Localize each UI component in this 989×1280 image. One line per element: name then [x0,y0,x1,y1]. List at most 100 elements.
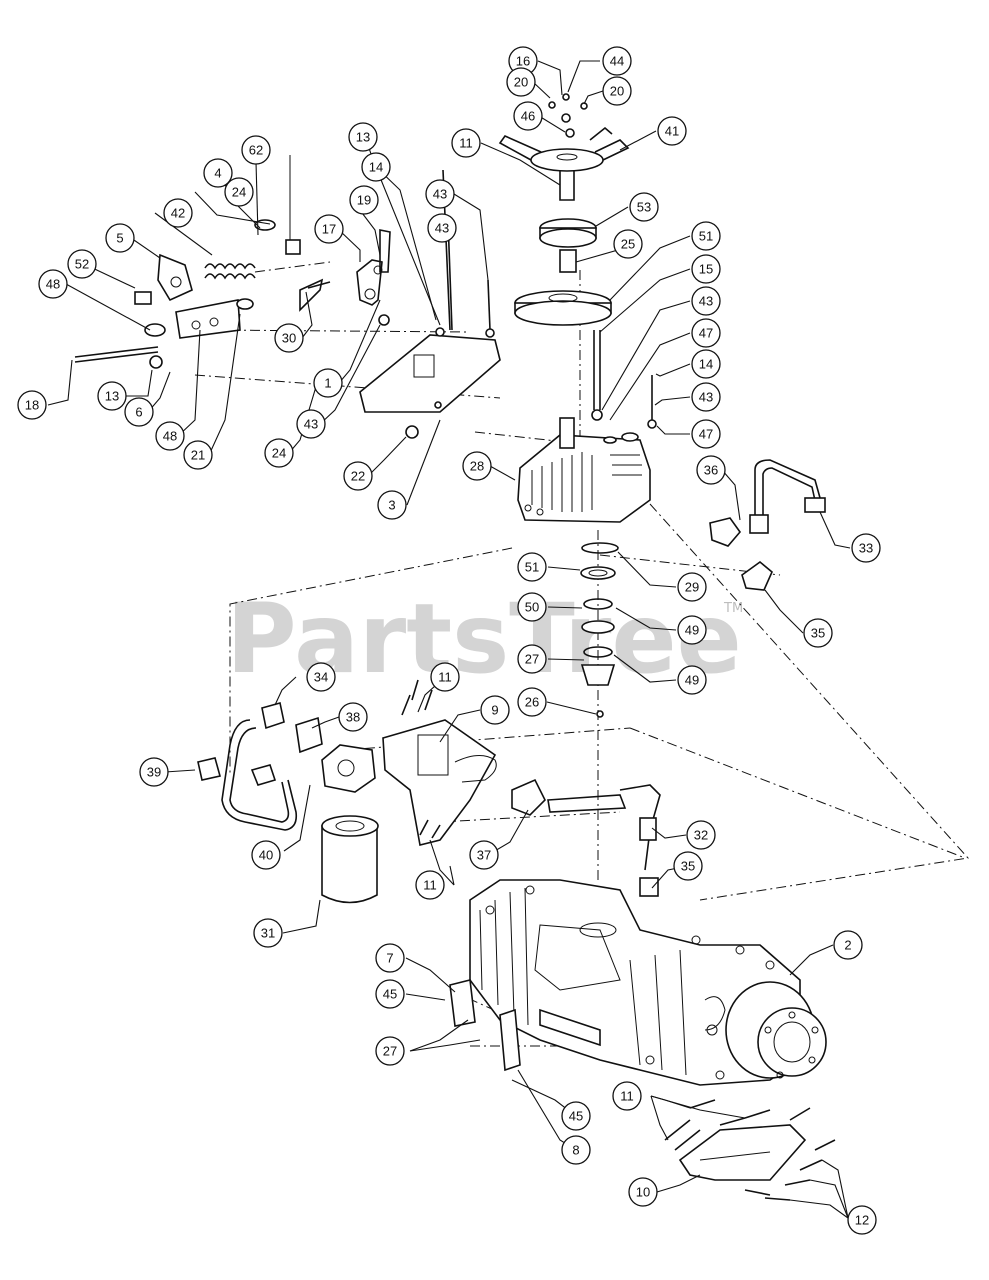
seal-stack [580,542,619,718]
callout-label: 13 [105,389,119,404]
callout-label: 51 [699,229,713,244]
callout-circle [803,618,833,648]
callout-circle [338,702,368,732]
watermark-tm: TM [723,601,743,616]
callout-circle [427,213,457,243]
watermark-text: PartsTree [226,583,741,695]
callout-label: 29 [685,580,699,595]
callout-circle [375,943,405,973]
callout-circle [513,101,543,131]
callout-label: 43 [433,187,447,202]
callout-circle [517,687,547,717]
callout-circle [851,533,881,563]
callout-circle [224,177,254,207]
callout-label: 7 [386,951,393,966]
callout-label: 36 [704,463,718,478]
callout-circle [306,662,336,692]
callout-label: 34 [314,670,328,685]
callout-label: 1 [324,376,331,391]
callout-circle [657,116,687,146]
callout-label: 43 [304,417,318,432]
callout-label: 47 [699,326,713,341]
callout-label: 40 [259,848,273,863]
callout-circle [629,192,659,222]
callout-circle [602,76,632,106]
callout-circle [691,221,721,251]
callout-label: 44 [610,54,624,69]
control-linkage-assembly [74,155,501,439]
callout-circle [241,135,271,165]
callout-circle [833,930,863,960]
callout-circle [425,179,455,209]
callout-label: 17 [322,222,336,237]
callout-label: 26 [525,695,539,710]
callout-circle [451,128,481,158]
callout-circle [517,552,547,582]
callout-label: 20 [514,75,528,90]
callout-label: 49 [685,623,699,638]
callout-label: 12 [855,1213,869,1228]
callout-label: 16 [516,54,530,69]
callout-circle [561,1135,591,1165]
callout-circle [183,440,213,470]
callout-circle [97,381,127,411]
pump-body [517,417,651,523]
callout-circle [691,286,721,316]
callout-label: 45 [383,987,397,1002]
callout-label: 8 [572,1143,579,1158]
filter-assembly [197,679,661,904]
callout-circle [313,368,343,398]
callout-label: 37 [477,848,491,863]
callout-circle [105,223,135,253]
callout-label: 14 [699,357,713,372]
callout-circle [506,67,536,97]
pulley-fan-assembly [498,93,657,429]
callout-circle [561,1101,591,1131]
callout-circle [691,254,721,284]
callout-circle [677,665,707,695]
callout-circle [67,249,97,279]
callout-circle [430,662,460,692]
callout-circle [349,185,379,215]
callout-label: 31 [261,926,275,941]
callout-label: 43 [699,294,713,309]
callout-label: 46 [521,109,535,124]
transaxle-housing [449,879,827,1086]
callout-circle [691,382,721,412]
callout-label: 28 [470,459,484,474]
callout-circle [264,438,294,468]
callout-label: 43 [435,221,449,236]
callout-label: 3 [388,498,395,513]
callout-circle [602,46,632,76]
callout-label: 6 [135,405,142,420]
callout-circle [343,461,373,491]
callout-circle [163,198,193,228]
callout-circle [375,979,405,1009]
callout-label: 15 [699,262,713,277]
lower-bracket [664,1099,836,1201]
callout-circle [691,419,721,449]
callout-circle [613,229,643,259]
callout-label: 11 [438,670,452,685]
hydraulic-line-upper [709,459,826,591]
callout-label: 32 [694,828,708,843]
callout-label: 52 [75,257,89,272]
callout-circle [375,1036,405,1066]
callout-label: 27 [383,1044,397,1059]
callout-label: 21 [191,448,205,463]
callout-label: 45 [569,1109,583,1124]
callout-label: 33 [859,541,873,556]
callout-label: 9 [491,703,498,718]
callout-label: 11 [459,136,473,151]
callout-label: 42 [171,206,185,221]
callout-circle [847,1205,877,1235]
callout-label: 24 [272,446,286,461]
watermark: PartsTree TM [226,583,743,695]
callout-circle [314,214,344,244]
callout-label: 41 [665,124,679,139]
callout-label: 38 [346,710,360,725]
callout-label: 25 [621,237,635,252]
callout-circle [203,158,233,188]
